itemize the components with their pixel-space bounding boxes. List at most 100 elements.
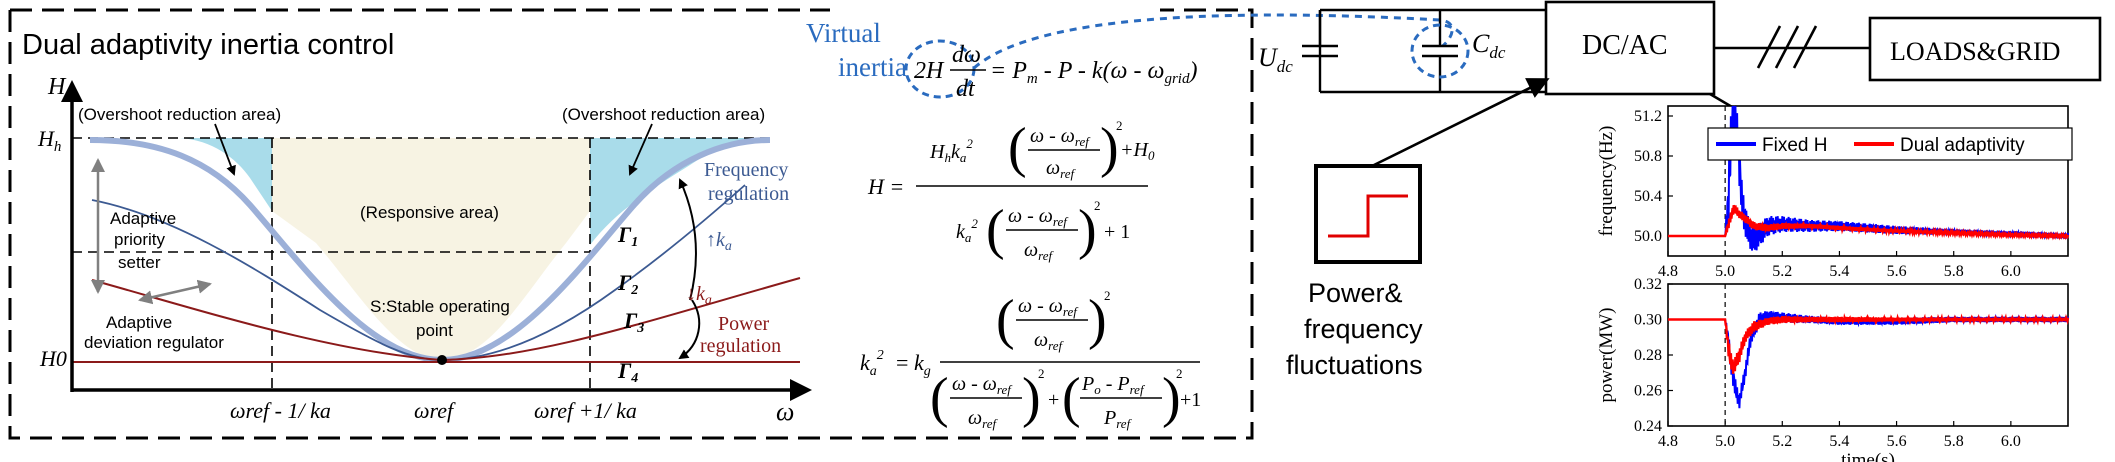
- y-axis-label: H: [47, 74, 67, 100]
- swing-eq-lhs: 2H: [914, 58, 945, 84]
- h-eq-den-frac-num: ω - ωref: [1008, 205, 1069, 229]
- ka-eq-lhs: ka2: [860, 348, 884, 379]
- swing-eq-rhs: = Pm - P - k(ω - ωgrid): [990, 58, 1197, 87]
- dcac-box: [1544, 0, 1716, 96]
- h-eq-frac-num: ω - ωref: [1030, 125, 1091, 149]
- x-axis-label: time(s): [1841, 450, 1895, 462]
- x-tick-label: 5.8: [1944, 433, 1964, 450]
- fluctuations-label-3: fluctuations: [1286, 350, 1423, 380]
- responsive-area: [272, 138, 590, 360]
- power-regulation-2: regulation: [700, 335, 781, 357]
- ka-eq-den-paren-r1: ): [1022, 367, 1041, 429]
- h-eq-paren-r1: ): [1100, 117, 1119, 179]
- h-eq-den-frac-den: ωref: [1024, 239, 1054, 263]
- ka-eq-den-paren-l2: (: [1062, 367, 1081, 429]
- y-tick-label: 0.30: [1634, 312, 1662, 329]
- x-tick-center: ωref: [414, 398, 456, 423]
- ka-eq-den-paren-r2: ): [1162, 367, 1181, 429]
- legend-label: Fixed H: [1762, 135, 1827, 156]
- fluctuations-label-1: Power&: [1308, 278, 1403, 308]
- frequency-regulation-2: regulation: [708, 183, 789, 205]
- ka-eq-num-frac-num: ω - ωref: [1018, 295, 1079, 319]
- ka-eq-num-frac-den: ωref: [1034, 329, 1064, 353]
- ka-down-arrow: [678, 299, 701, 360]
- y-tick-label: 0.28: [1634, 347, 1662, 364]
- deviation-arrow: [138, 279, 212, 305]
- overshoot-label-right: (Overshoot reduction area): [562, 105, 765, 124]
- three-phase-mark-1: [1756, 25, 1782, 69]
- adaptive-deviation-1: Adaptive: [106, 313, 172, 332]
- formula-panel: Virtual inertia 2H dω dt = Pm - P - k(ω …: [806, 18, 1201, 431]
- loads-grid-label: LOADS&GRID: [1890, 37, 2060, 66]
- plot-frame: [1667, 283, 2069, 427]
- cdc-highlight-circle: [1410, 23, 1470, 79]
- x-tick-label: 5.0: [1715, 263, 1735, 280]
- ka-eq-den-frac2-den: Pref: [1103, 407, 1133, 431]
- ka-down-label: ↓ka: [686, 283, 712, 308]
- x-tick-left: ωref - 1/ ka: [230, 398, 331, 423]
- frequency-regulation-1: Frequency: [704, 159, 788, 181]
- swing-eq-num: dω: [952, 42, 981, 68]
- y-tick-label: 0.32: [1634, 276, 1662, 293]
- y-tick-label: 0.24: [1634, 418, 1662, 435]
- x-tick-label: 5.6: [1887, 433, 1907, 450]
- three-phase-mark-3: [1792, 25, 1818, 69]
- h-eq-frac-den: ωref: [1046, 157, 1076, 181]
- overshoot-label-left: (Overshoot reduction area): [78, 105, 281, 124]
- y-tick-label: 0.26: [1634, 383, 1662, 400]
- overshoot-pointer-left: [214, 123, 236, 176]
- legend-label: Dual adaptivity: [1900, 135, 2025, 156]
- virtual-inertia-label-1: Virtual: [806, 18, 881, 48]
- h-eq-sq2: 2: [1094, 198, 1101, 213]
- overshoot-area-left: [82, 138, 272, 211]
- y-tick-label: 50.0: [1634, 228, 1662, 245]
- x-tick-label: 6.0: [2001, 433, 2021, 450]
- adaptive-priority-2: priority: [114, 230, 166, 249]
- h-eq-paren-r2: ): [1078, 199, 1097, 261]
- ka-eq-den-frac1-den: ωref: [968, 407, 998, 431]
- adaptive-priority-1: Adaptive: [110, 209, 176, 228]
- ka-eq-den-plus: +: [1048, 389, 1059, 411]
- ka-eq-den-frac2-num: Po - Pref: [1081, 373, 1146, 397]
- left-panel: Dual adaptivity inertia control H ω Hh H…: [22, 29, 812, 426]
- series-line-dual-adaptivity: [1668, 204, 2070, 241]
- ka-eq-kg: kg: [914, 350, 931, 379]
- gamma-1-label: Γ1: [617, 222, 638, 250]
- cdc-label: Cdc: [1472, 29, 1506, 62]
- udc-label: Udc: [1258, 43, 1293, 76]
- circuit: Udc Cdc DC/AC LOADS&GRID Power& frequenc…: [973, 0, 2102, 380]
- fluctuations-label-2: frequency: [1304, 314, 1423, 344]
- x-tick-label: 6.0: [2001, 263, 2021, 280]
- y-tick-label: 50.8: [1634, 148, 1662, 165]
- ka-eq-den-sq2: 2: [1176, 366, 1183, 381]
- ka-eq-den-frac1-num: ω - ωref: [952, 373, 1013, 397]
- inertia-link-dashed: [973, 13, 1454, 70]
- stable-operating-point: [437, 355, 447, 365]
- responsive-label: (Responsive area): [360, 203, 499, 222]
- gamma-4-label: Γ4: [617, 358, 638, 386]
- x-tick-label: 4.8: [1658, 263, 1678, 280]
- x-tick-label: 5.0: [1715, 433, 1735, 450]
- h-eq-num-h: Hhka2: [929, 136, 973, 165]
- stable-point-label-1: S:Stable operating: [370, 297, 510, 316]
- h-eq-paren-l2: (: [986, 199, 1005, 261]
- x-tick-label: 5.2: [1772, 263, 1792, 280]
- panel-title: Dual adaptivity inertia control: [22, 29, 394, 61]
- h-eq-lhs: H =: [867, 174, 904, 199]
- gamma-2-label: Γ2: [617, 270, 638, 298]
- ka-up-label: ↑ka: [706, 229, 732, 254]
- x-tick-label: 5.2: [1772, 433, 1792, 450]
- y-tick-label: 51.2: [1634, 108, 1662, 125]
- series-line-dual-adaptivity: [1668, 313, 2070, 374]
- x-tick-label: 5.4: [1829, 433, 1849, 450]
- h-eq-sq1: 2: [1116, 118, 1123, 133]
- stable-point-label-2: point: [416, 321, 453, 340]
- x-tick-label: 5.6: [1887, 263, 1907, 280]
- ka-eq-num-paren-l: (: [996, 289, 1015, 351]
- power-regulation-1: Power: [718, 313, 769, 335]
- adaptive-deviation-2: deviation regulator: [84, 333, 224, 352]
- ka-eq-num-paren-r: ): [1088, 289, 1107, 351]
